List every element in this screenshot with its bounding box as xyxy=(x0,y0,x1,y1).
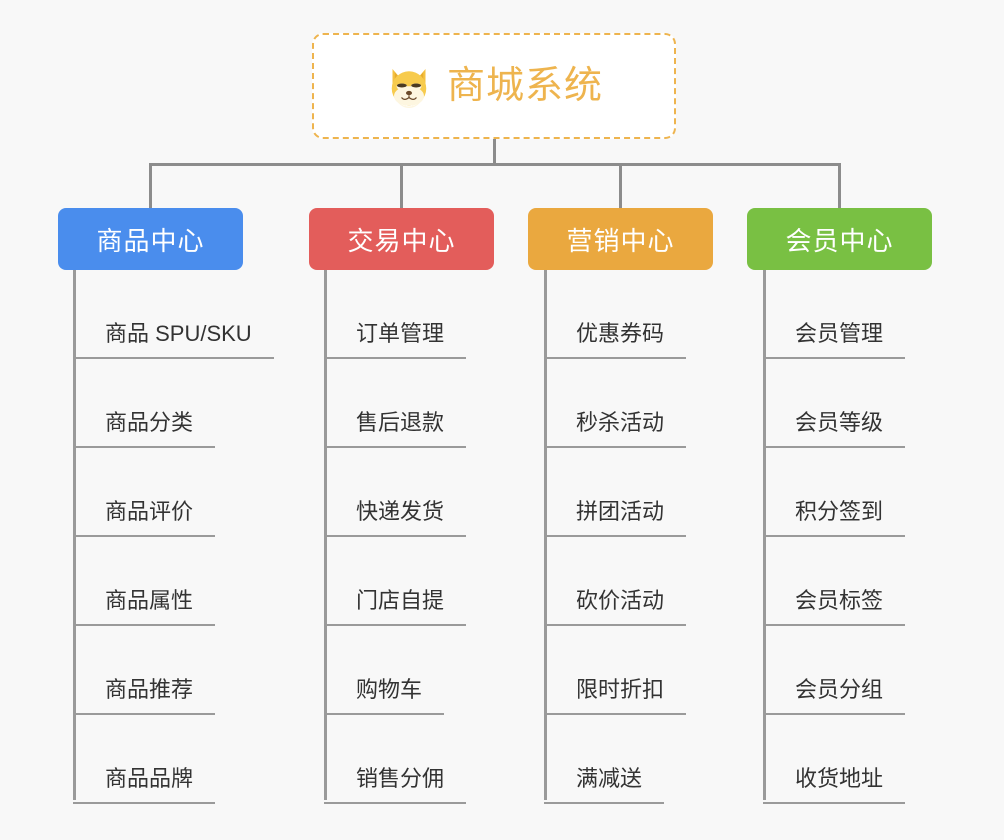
leaf-item-label: 商品评价 xyxy=(105,499,194,524)
leaf-item-underline xyxy=(73,713,215,715)
leaf-item-label: 销售分佣 xyxy=(356,766,445,791)
leaf-item-underline xyxy=(544,713,686,715)
leaf-item-label: 商品属性 xyxy=(105,588,194,613)
leaf-item-underline xyxy=(763,713,905,715)
connector-drop-col-3 xyxy=(619,163,622,210)
leaf-item-label: 商品分类 xyxy=(105,410,194,435)
connector-drop-col-2 xyxy=(400,163,403,210)
leaf-item-underline xyxy=(544,357,686,359)
leaf-column-3: 优惠券码 秒杀活动 拼团活动 砍价活动 限时折扣 满减送 xyxy=(544,270,686,804)
leaf-item-label: 满减送 xyxy=(576,766,643,791)
leaf-item-underline xyxy=(73,446,215,448)
leaf-item-label: 门店自提 xyxy=(356,588,445,613)
leaf-item[interactable]: 会员等级 xyxy=(763,359,905,448)
leaf-item-underline xyxy=(324,535,466,537)
leaf-item-label: 收货地址 xyxy=(795,766,884,791)
category-header-1[interactable]: 商品中心 xyxy=(58,208,243,270)
leaf-item[interactable]: 商品分类 xyxy=(73,359,252,448)
leaf-item-label: 会员管理 xyxy=(795,321,884,346)
leaf-item-label: 拼团活动 xyxy=(576,499,665,524)
category-header-3[interactable]: 营销中心 xyxy=(528,208,713,270)
leaf-item-label: 商品品牌 xyxy=(105,766,194,791)
leaf-item[interactable]: 会员标签 xyxy=(763,537,905,626)
leaf-item[interactable]: 会员分组 xyxy=(763,626,905,715)
leaf-item-label: 会员分组 xyxy=(795,677,884,702)
leaf-item-underline xyxy=(763,802,905,804)
shiba-dog-face-icon xyxy=(385,63,433,111)
leaf-item[interactable]: 售后退款 xyxy=(324,359,466,448)
leaf-item-label: 限时折扣 xyxy=(576,677,665,702)
leaf-item[interactable]: 商品品牌 xyxy=(73,715,252,804)
leaf-item-underline xyxy=(73,357,274,359)
leaf-item[interactable]: 快递发货 xyxy=(324,448,466,537)
leaf-item[interactable]: 秒杀活动 xyxy=(544,359,686,448)
leaf-item-underline xyxy=(73,802,215,804)
leaf-item-label: 秒杀活动 xyxy=(576,410,665,435)
leaf-item[interactable]: 购物车 xyxy=(324,626,444,715)
leaf-item[interactable]: 商品评价 xyxy=(73,448,252,537)
category-header-2[interactable]: 交易中心 xyxy=(309,208,494,270)
leaf-item-label: 售后退款 xyxy=(356,410,445,435)
leaf-column-4: 会员管理 会员等级 积分签到 会员标签 会员分组 收货地址 xyxy=(763,270,905,804)
category-header-4-label: 会员中心 xyxy=(785,225,894,256)
leaf-item-underline xyxy=(763,535,905,537)
leaf-item-label: 购物车 xyxy=(356,677,423,702)
connector-root-stem xyxy=(493,139,496,165)
leaf-item[interactable]: 商品 SPU/SKU xyxy=(73,270,274,359)
leaf-item-underline xyxy=(763,357,905,359)
connector-horizontal-bus xyxy=(150,163,840,166)
leaf-item-underline xyxy=(544,535,686,537)
leaf-item-underline xyxy=(544,802,664,804)
connector-drop-col-1 xyxy=(149,163,152,210)
leaf-column-1: 商品 SPU/SKU 商品分类 商品评价 商品属性 商品推荐 商品品牌 xyxy=(73,270,274,804)
leaf-column-2: 订单管理 售后退款 快递发货 门店自提 购物车 销售分佣 xyxy=(324,270,466,804)
leaf-item-underline xyxy=(763,446,905,448)
leaf-item[interactable]: 满减送 xyxy=(544,715,664,804)
leaf-item-label: 快递发货 xyxy=(356,499,445,524)
leaf-item[interactable]: 积分签到 xyxy=(763,448,905,537)
leaf-item-underline xyxy=(763,624,905,626)
leaf-item[interactable]: 砍价活动 xyxy=(544,537,686,626)
leaf-item-underline xyxy=(324,624,466,626)
leaf-item-label: 优惠券码 xyxy=(576,321,665,346)
leaf-item[interactable]: 会员管理 xyxy=(763,270,905,359)
leaf-item[interactable]: 商品推荐 xyxy=(73,626,252,715)
leaf-item-underline xyxy=(73,624,215,626)
root-title: 商城系统 xyxy=(446,65,603,107)
leaf-item-underline xyxy=(324,357,466,359)
category-header-1-label: 商品中心 xyxy=(96,225,205,256)
leaf-item[interactable]: 销售分佣 xyxy=(324,715,466,804)
category-header-3-label: 营销中心 xyxy=(566,225,675,256)
leaf-item-underline xyxy=(544,624,686,626)
connector-drop-col-4 xyxy=(838,163,841,210)
leaf-item[interactable]: 商品属性 xyxy=(73,537,252,626)
leaf-item-underline xyxy=(324,802,466,804)
leaf-item-label: 会员等级 xyxy=(795,410,884,435)
leaf-item[interactable]: 限时折扣 xyxy=(544,626,686,715)
leaf-item[interactable]: 拼团活动 xyxy=(544,448,686,537)
leaf-item-label: 商品推荐 xyxy=(105,677,194,702)
leaf-item-label: 订单管理 xyxy=(356,321,445,346)
leaf-item[interactable]: 门店自提 xyxy=(324,537,466,626)
leaf-item-underline xyxy=(544,446,686,448)
leaf-item[interactable]: 优惠券码 xyxy=(544,270,686,359)
leaf-item-underline xyxy=(324,446,466,448)
leaf-item[interactable]: 订单管理 xyxy=(324,270,466,359)
leaf-item-label: 会员标签 xyxy=(795,588,884,613)
category-header-2-label: 交易中心 xyxy=(347,225,456,256)
leaf-item-label: 商品 SPU/SKU xyxy=(105,321,252,346)
root-node[interactable]: 商城系统 xyxy=(312,33,676,139)
leaf-item-label: 砍价活动 xyxy=(576,588,665,613)
leaf-item-label: 积分签到 xyxy=(795,499,884,524)
leaf-item-underline xyxy=(324,713,444,715)
leaf-item[interactable]: 收货地址 xyxy=(763,715,905,804)
category-header-4[interactable]: 会员中心 xyxy=(747,208,932,270)
leaf-item-underline xyxy=(73,535,215,537)
